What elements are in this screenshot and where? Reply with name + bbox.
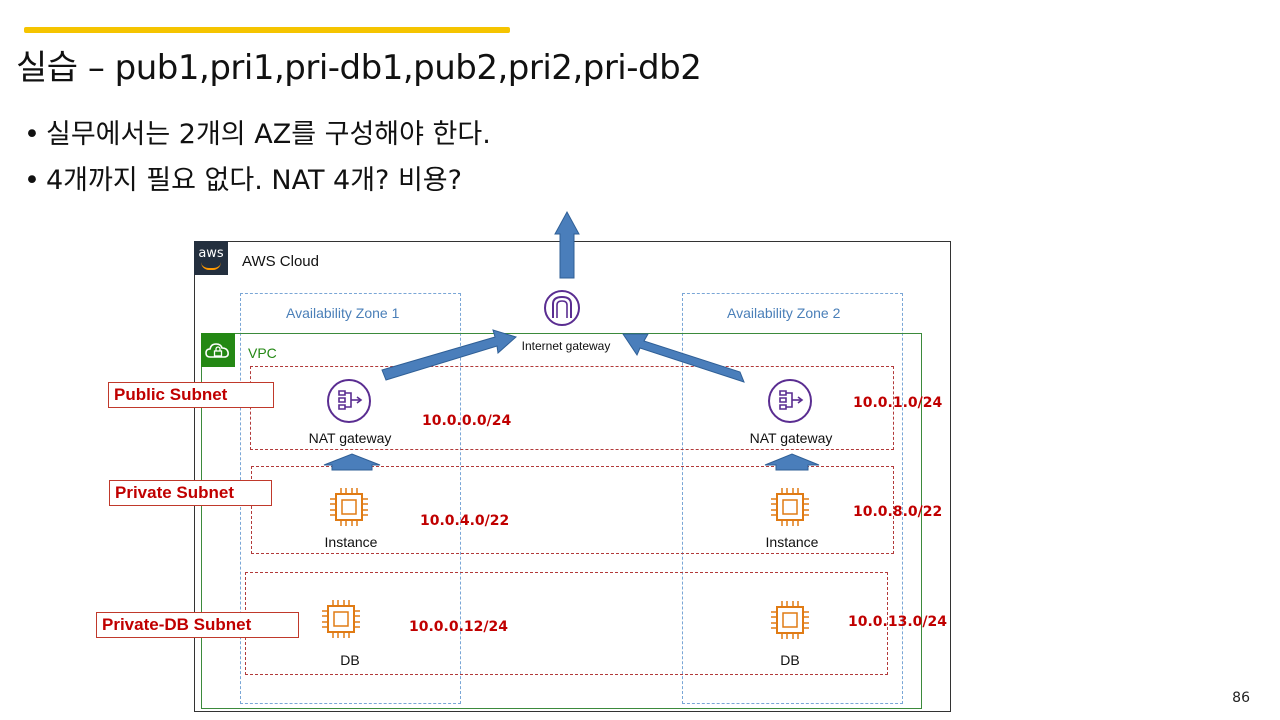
nat-gateway-icon [327,379,371,423]
instance1-label: Instance [324,534,378,550]
private-subnet-boundary [251,466,894,554]
instance2-label: Instance [765,534,819,550]
vpc-cloud-lock-icon [201,333,235,367]
db-instance-icon [321,599,361,639]
bullet-item: •실무에서는 2개의 AZ를 구성해야 한다. [24,119,491,150]
nat2-to-igw-arrow [622,333,745,383]
igw-up-arrow [554,210,580,279]
availability-zone-2 [682,293,903,704]
bullet-text: 4개까지 필요 없다. NAT 4개? 비용? [46,165,462,196]
db2-label: DB [780,652,800,668]
nat2-label: NAT gateway [749,430,833,446]
db-instance-icon [770,600,810,640]
db1-label: DB [340,652,360,668]
az2-label: Availability Zone 2 [727,305,841,321]
ec2-instance-icon [329,487,369,527]
vpc-boundary [201,333,922,709]
inst2-to-nat2-arrow [764,453,820,471]
bullet-text: 실무에서는 2개의 AZ를 구성해야 한다. [46,119,491,150]
private-subnet-tag: Private Subnet [109,480,272,506]
nat-gateway-icon [768,379,812,423]
az1-label: Availability Zone 1 [286,305,400,321]
cidr-db2: 10.0.13.0/24 [848,614,947,630]
aws-logo: aws [194,241,228,275]
aws-logo-text: aws [198,246,224,261]
slide-title: 실습 – pub1,pri1,pri-db1,pub2,pri2,pri-db2 [16,48,702,88]
ec2-instance-icon [770,487,810,527]
internet-gateway-icon [544,290,580,326]
public-subnet-boundary [250,366,894,450]
igw-label: Internet gateway [521,339,611,353]
vpc-label: VPC [248,345,277,361]
cidr-pri1: 10.0.4.0/22 [420,513,510,529]
cidr-pub1: 10.0.0.0/24 [422,413,512,429]
accent-bar [24,27,510,33]
public-subnet-tag: Public Subnet [108,382,274,408]
nat1-to-igw-arrow [381,329,517,381]
nat1-label: NAT gateway [308,430,392,446]
cidr-pri2: 10.0.8.0/22 [853,504,943,520]
db-subnet-tag: Private-DB Subnet [96,612,299,638]
inst1-to-nat1-arrow [323,453,381,471]
cidr-pub2: 10.0.1.0/24 [853,395,943,411]
page-number: 86 [1232,690,1250,706]
aws-cloud-label: AWS Cloud [242,253,319,270]
bullet-item: •4개까지 필요 없다. NAT 4개? 비용? [24,165,462,196]
cidr-db1: 10.0.0.12/24 [409,619,508,635]
